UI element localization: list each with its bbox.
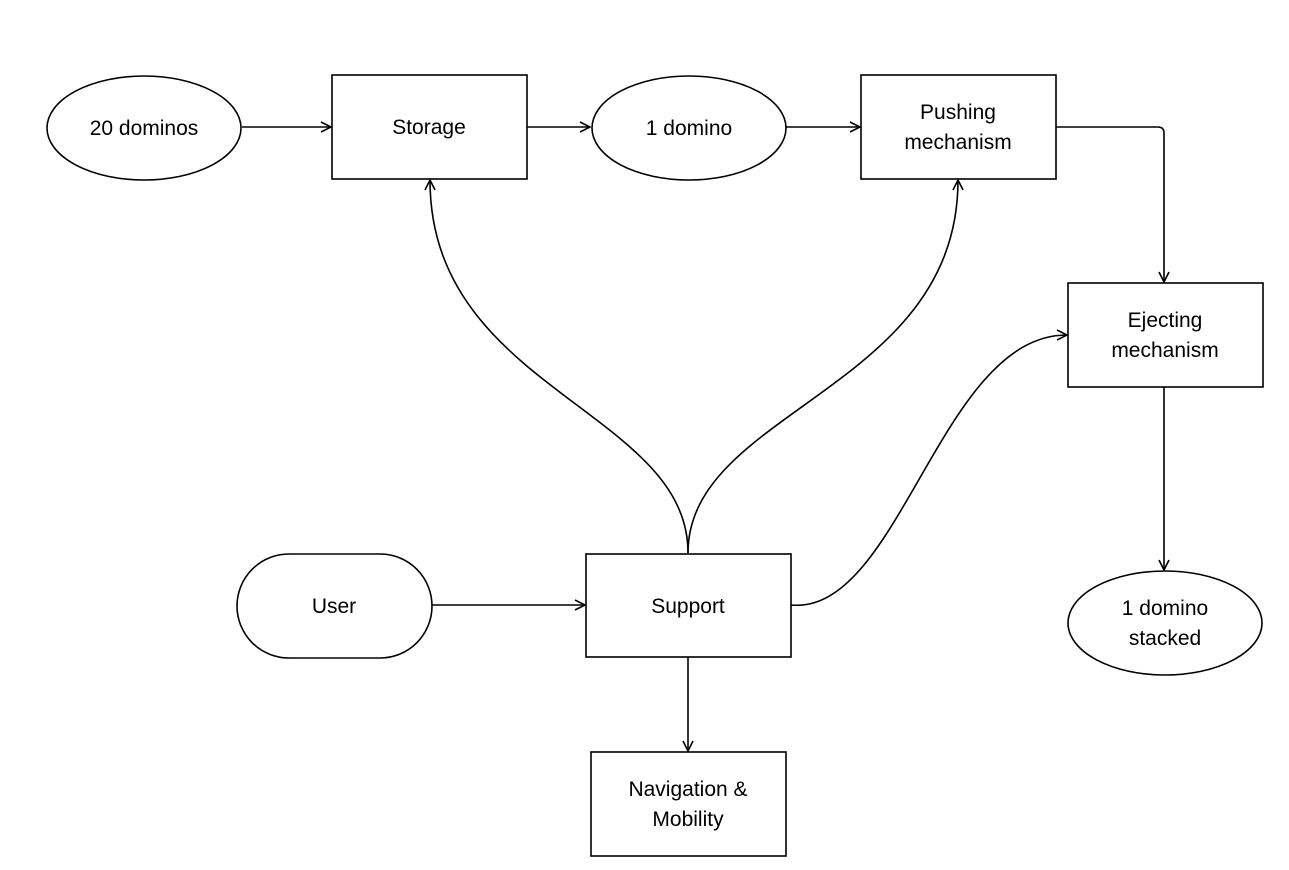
node-label: Storage	[392, 116, 466, 139]
node-user: User	[236, 553, 433, 659]
node-label-line: stacked	[1129, 627, 1201, 650]
node-label-line: 1 domino	[1122, 597, 1208, 620]
node-label: 1 domino	[646, 117, 732, 140]
node-label-line: Support	[651, 595, 725, 618]
edge-support-to-ejecting	[790, 335, 1067, 606]
node-pushing-mechanism: Pushing mechanism	[860, 74, 1057, 180]
node-label: 1 domino stacked	[1122, 597, 1208, 650]
node-label-line: Ejecting	[1128, 309, 1203, 332]
node-label: Ejecting mechanism	[1111, 309, 1218, 362]
node-label-line: Mobility	[652, 808, 724, 831]
node-support: Support	[585, 553, 792, 658]
node-label-line: 20 dominos	[90, 117, 199, 140]
edge-support-to-storage	[430, 180, 689, 554]
node-label: 20 dominos	[90, 117, 199, 140]
node-label: User	[312, 595, 356, 618]
node-label-line: mechanism	[904, 131, 1011, 154]
node-label-line: Navigation &	[628, 778, 747, 801]
node-label: Pushing mechanism	[904, 101, 1011, 154]
node-1-domino-stacked: 1 domino stacked	[1067, 570, 1263, 676]
node-navigation-mobility: Navigation & Mobility	[590, 751, 787, 857]
edge-support-to-pushing	[687, 180, 958, 554]
node-1-domino: 1 domino	[591, 75, 787, 181]
node-20-dominos: 20 dominos	[46, 75, 242, 181]
edge-pushing-to-ejecting	[1056, 126, 1164, 282]
edges	[242, 127, 1164, 751]
node-storage: Storage	[331, 74, 528, 180]
node-label-line: User	[312, 595, 356, 618]
node-label-line: Storage	[392, 116, 466, 139]
node-label-line: Pushing	[920, 101, 996, 124]
node-label: Navigation & Mobility	[628, 778, 747, 831]
node-ejecting-mechanism: Ejecting mechanism	[1067, 282, 1264, 388]
node-label-line: 1 domino	[646, 117, 732, 140]
node-label: Support	[651, 595, 725, 618]
node-label-line: mechanism	[1111, 339, 1218, 362]
